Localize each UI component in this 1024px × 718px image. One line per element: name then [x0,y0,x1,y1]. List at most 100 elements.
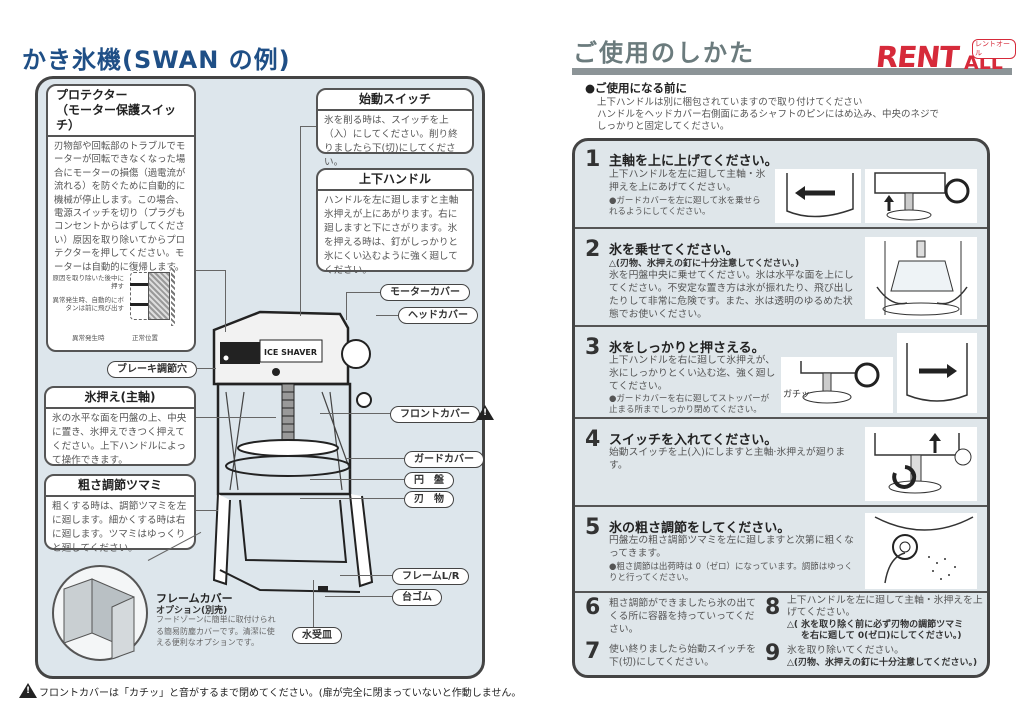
ice-shaver-illustration: ICE SHAVER [212,310,374,593]
warning-icon [19,683,37,698]
callout-handle-body: ハンドルを左に廻しますと主軸氷押えが上にあがります。右に廻しますと下にさがります… [324,195,459,276]
logo-kana: レントオール [972,39,1016,59]
frame-cover-icon [63,578,135,660]
step-3: 3 氷をしっかりと押さえる。 上下ハンドルを右に廻して氷押えが、氷にしっかりとく… [575,327,987,419]
label-drip-tray: 水受皿 [292,627,342,644]
step-5-illustration [865,513,977,589]
step-8-text: 上下ハンドルを左に廻して主軸・氷押えを上げてください。 [787,595,983,618]
label-blade: 刃 物 [404,491,454,508]
step-2-illustration [865,237,977,319]
rentall-logo: RENT ALL レントオール [874,39,1016,74]
callout-protector-title: プロテクター （モーター保護スイッチ） [48,86,194,137]
step-number: 3 [585,335,601,360]
step-note: ●粗さ調節は出荷時は 0（ゼロ）になっています。調節はゆっくりと行ってください。 [609,562,853,583]
step-number: 4 [585,427,601,452]
label-guard-cover: ガードカバー [404,451,484,468]
callout-start-switch-title: 始動スイッチ [318,90,472,111]
step-number: 6 [585,595,601,620]
step-3-illustration-b [897,333,977,413]
step-title: 氷を乗せてください。 [609,243,739,258]
before-use-heading: ●ご使用になる前に [585,81,688,95]
step-number: 1 [585,147,601,172]
callout-coarse-knob-body: 粗くする時は、調節ツマミを左に廻します。細かくする時は右に廻します。ツマミはゆっ… [52,501,187,554]
step-2: 2 氷を乗せてください。 △(刃物、氷押えの釘に十分注意してください。) 氷を円… [575,229,987,327]
callout-protector-body: 刃物部や回転部のトラブルでモーターが回転できなくなった場合にモーターの損傷（過電… [54,141,186,273]
steps-6-to-9: 6 粗さ調節ができましたら氷の出てくる所に容器を持っていってください。 7 使い… [575,593,987,675]
before-line: しっかりと固定してください。 [597,121,730,132]
step-7-text: 使い終りましたら始動スイッチを下(切)にしてください。 [609,644,756,668]
step-8-warning-2: を右に廻して 0(ゼロ)にしてください。) [801,631,962,641]
step-3-illustration-a: ガチッ [781,357,893,413]
page-title-right: ご使用のしかた [573,39,755,67]
step-9-warning: △(刃物、氷押えの釘に十分注意してください。) [787,658,978,668]
step-desc: 上下ハンドルを左に廻して主軸・氷押えを上にあげてください。 [609,169,766,193]
label-rubber-feet: 台ゴム [392,589,442,606]
label-disc: 円 盤 [404,472,454,489]
label-push-after: 原因を取り除いた後中に押す [52,274,125,290]
switch-on-icon [874,433,972,494]
frame-cover-body: フードゾーンに簡単に取付けられる簡易防塵カバーです。清潔に使える便利なオプション… [156,615,276,647]
callout-handle: 上下ハンドル ハンドルを左に廻しますと主軸氷押えが上にあがります。右に廻しますと… [316,168,474,276]
place-ice-icon [876,240,968,316]
before-line: ハンドルをヘッドカバー右側面にあるシャフトのピンにはめ込み、中央のネジで [597,109,940,120]
rotate-guard-left-icon [786,173,854,218]
step-9-text: 氷を取り除いてください。 [787,645,904,656]
title-underline [572,68,1012,75]
label-brake-hole: ブレーキ調節穴 [107,361,197,378]
protector-title-line1: プロテクター [56,88,128,102]
step-title: スイッチを入れてください。 [609,433,778,448]
step-number: 9 [765,641,781,666]
arrow-out-icon [130,303,148,306]
step-title: 主軸を上に上げてください。 [609,154,778,169]
step-title: 氷の粗さ調節をしてください。 [609,521,791,536]
label-abnormal: 異常発生時 [72,334,105,342]
callout-handle-title: 上下ハンドル [318,170,472,191]
step-8-warning-1: △( 氷を取り除く前に必ず刃物の調節ツマミ [787,620,964,630]
step-1: 1 主軸を上に上げてください。 上下ハンドルを左に廻して主軸・氷押えを上にあげて… [575,141,987,229]
protector-title-line2: （モーター保護スイッチ） [56,103,177,132]
callout-ice-press: 氷押え(主軸) 氷の水平な面を円盤の上、中央に置き、氷押えできつく押えてください… [44,386,196,466]
callout-start-switch-body: 氷を削る時は、スイッチを上（入）にしてください。削り終りましたら下(切)にしてく… [324,115,458,168]
label-normal: 正常位置 [132,334,158,342]
label-head-cover: ヘッドカバー [398,307,478,324]
protector-mini-diagram: 原因を取り除いた後中に押す 異常発生時、自動的にボタンは前に飛び出す 異常発生時… [50,266,192,350]
warning-icon [476,403,496,422]
front-cover-warning: フロントカバーは「カチッ」と音がするまで閉めてください。(扉が完全に閉まっていな… [19,683,521,699]
step-6-text: 粗さ調節ができましたら氷の出てくる所に容器を持っていってください。 [609,598,756,635]
step-title: 氷をしっかりと押さえる。 [609,341,765,356]
step-note: ●ガードカバーを右に廻してストッパーが止まる所までしっかり閉めてください。 [609,394,770,415]
step-5: 5 氷の粗さ調節をしてください。 円盤左の粗さ調節ツマミを左に廻しますと次第に粗… [575,507,987,593]
step-1-illustration-a [775,169,861,223]
logo-rent: RENT [874,40,960,74]
label-motor-cover: モーターカバー [380,284,470,301]
page-title-left: かき氷機(SWAN の例) [22,46,291,74]
callout-coarse-knob: 粗さ調節ツマミ 粗くする時は、調節ツマミを左に廻します。細かくする時は右に廻しま… [44,474,196,554]
step-1-illustration-b [865,169,977,223]
step-desc: 氷を円盤中央に乗せてください。氷は水平な面を上にしてください。不安定な置き方は氷… [609,270,854,320]
step-desc: 上下ハンドルを右に廻して氷押えが、氷にしっかりとくい込む迄、強く廻してください。 [609,355,776,392]
frame-cover-title: フレームカバー [156,592,233,605]
callout-ice-press-body: 氷の水平な面を円盤の上、中央に置き、氷押えできつく押えてください。上下ハンドルに… [52,413,187,466]
step-desc: 円盤左の粗さ調節ツマミを左に廻しますと次第に粗くなってきます。 [609,535,854,559]
step-note: ●ガードカバーを左に廻して氷を乗せられるようにしてください。 [609,196,761,217]
arrow-in-icon [130,283,148,286]
before-line: 上下ハンドルは別に梱包されていますので取り付けてください [597,97,863,108]
label-front-cover: フロントカバー [390,406,480,423]
step-number: 5 [585,515,601,540]
callout-start-switch: 始動スイッチ 氷を削る時は、スイッチを上（入）にしてください。削り終りましたら下… [316,88,474,168]
raise-spindle-icon [874,172,970,221]
step-desc: 始動スイッチを上(入)にしますと主軸·氷押えが廻ります。 [609,447,846,471]
step-number: 2 [585,237,601,262]
frame-cover-image [52,565,148,661]
steps-panel: 1 主軸を上に上げてください。 上下ハンドルを左に廻して主軸・氷押えを上にあげて… [572,138,990,678]
step-4: 4 スイッチを入れてください。 始動スイッチを上(入)にしますと主軸·氷押えが廻… [575,419,987,507]
adjust-knob-icon [874,516,974,584]
callout-ice-press-title: 氷押え(主軸) [46,388,194,409]
button-body [148,272,170,320]
sfx-text: ガチッ [783,389,810,400]
callout-coarse-knob-title: 粗さ調節ツマミ [46,476,194,497]
step-number: 8 [765,595,781,620]
close-guard-right-icon [906,343,968,402]
step-number: 7 [585,639,601,664]
step-4-illustration [865,427,977,501]
